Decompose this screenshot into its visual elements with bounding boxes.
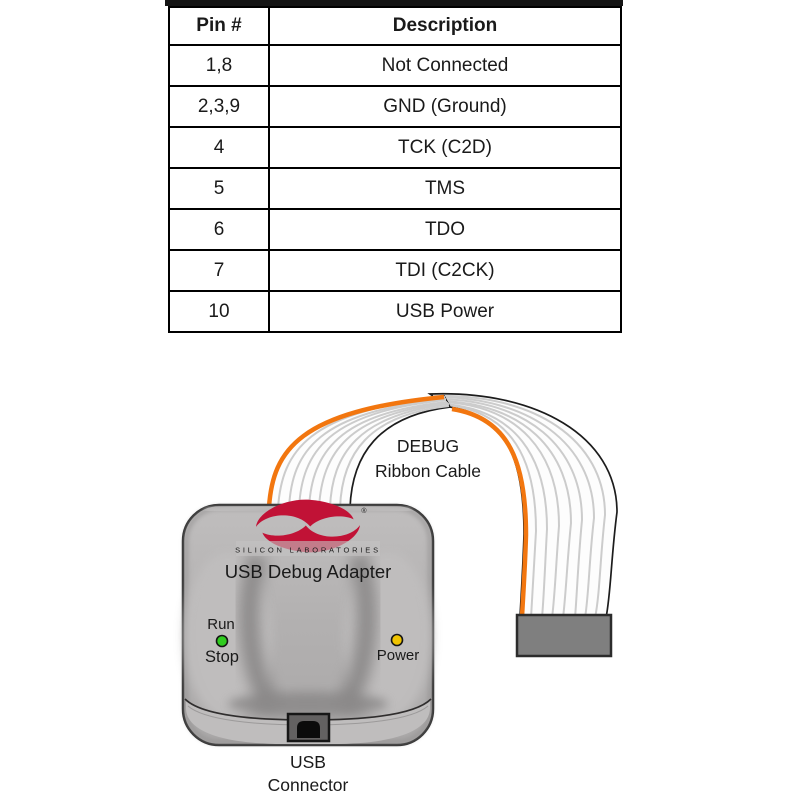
pin-cell: 5 xyxy=(168,167,270,210)
description-cell: GND (Ground) xyxy=(268,85,622,128)
left-groove-shadow xyxy=(239,553,281,714)
bottom-saddle-shadow xyxy=(228,692,388,716)
debug-label-line1: DEBUG xyxy=(397,436,459,456)
power-led xyxy=(390,633,404,647)
brand-text: SILICON LABORATORIES xyxy=(235,546,381,555)
debug-label-line2: Ribbon Cable xyxy=(375,461,481,481)
cable-orange-stripe-right xyxy=(451,406,529,618)
registered-mark: ® xyxy=(361,507,367,515)
usb-connector-label-line2: Connector xyxy=(268,775,349,795)
pin-cell: 4 xyxy=(168,126,270,169)
pin-cell: 2,3,9 xyxy=(168,85,270,128)
usb-port xyxy=(286,712,331,743)
brand-label-patch xyxy=(236,541,380,556)
run-led xyxy=(215,634,229,648)
power-label: Power xyxy=(377,647,420,664)
cable-wire-stripes xyxy=(432,394,607,619)
cable-band-right xyxy=(427,392,618,619)
right-groove-shadow xyxy=(335,553,377,714)
table-header-row: Pin # Description xyxy=(168,6,622,46)
pin-cell: 1,8 xyxy=(168,44,270,87)
usb-port-opening xyxy=(297,721,320,738)
logo-swoosh-top xyxy=(256,499,354,527)
cable-orange-stripe-left xyxy=(266,394,445,508)
description-cell: TDO xyxy=(268,208,622,251)
description-cell: TDI (C2CK) xyxy=(268,249,622,292)
pin-cell: 7 xyxy=(168,249,270,292)
pin-cell: 10 xyxy=(168,290,270,333)
pin-cell: 6 xyxy=(168,208,270,251)
ribbon-cable: DEBUG Ribbon Cable xyxy=(266,392,618,658)
stop-label: Stop xyxy=(205,648,239,666)
description-column-header: Description xyxy=(268,6,622,46)
usb-debug-adapter: ® SILICON LABORATORIES USB Debug Adapter… xyxy=(181,499,435,747)
cable-connector xyxy=(515,613,613,658)
usb-connector-label-line1: USB xyxy=(290,752,326,772)
cable-band-left xyxy=(266,394,452,509)
description-cell: Not Connected xyxy=(268,44,622,87)
description-cell: USB Power xyxy=(268,290,622,333)
description-cell: TCK (C2D) xyxy=(268,126,622,169)
device-title: USB Debug Adapter xyxy=(225,561,392,582)
description-cell: TMS xyxy=(268,167,622,210)
page-top-rule xyxy=(165,0,623,6)
run-label: Run xyxy=(207,616,235,633)
pin-column-header: Pin # xyxy=(168,6,270,46)
